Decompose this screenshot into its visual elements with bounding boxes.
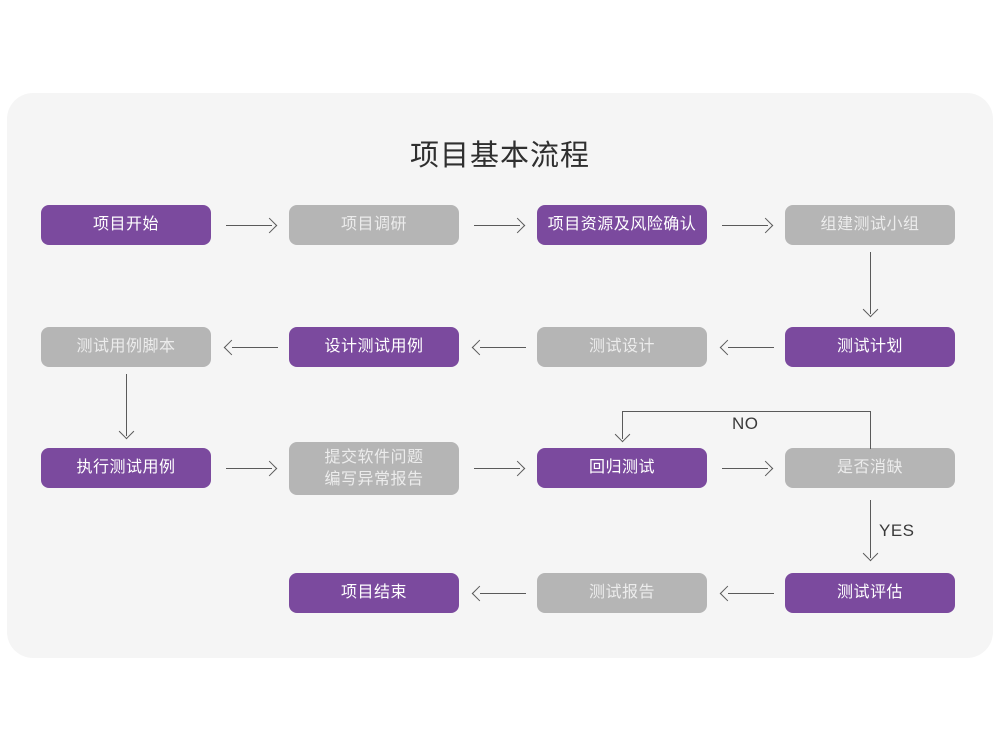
node-label: 测试报告 [588, 584, 655, 602]
node-regression-test[interactable]: 回归测试 [537, 448, 707, 488]
node-test-design[interactable]: 测试设计 [537, 327, 707, 367]
page-title: 项目基本流程 [409, 140, 590, 172]
edge-label-no: NO [732, 414, 759, 433]
node-label: 是否消缺 [836, 459, 903, 477]
node-project-research[interactable]: 项目调研 [289, 205, 459, 245]
node-label: 测试评估 [836, 584, 903, 602]
node-test-plan[interactable]: 测试计划 [785, 327, 955, 367]
node-label: 执行测试用例 [76, 459, 176, 477]
node-label: 设计测试用例 [324, 338, 424, 356]
node-label: 项目结束 [340, 584, 407, 602]
node-label: 回归测试 [588, 459, 655, 477]
node-label: 测试用例脚本 [76, 338, 176, 356]
node-build-test-team[interactable]: 组建测试小组 [785, 205, 955, 245]
node-resource-risk-confirm[interactable]: 项目资源及风险确认 [537, 205, 707, 245]
node-execute-test-case[interactable]: 执行测试用例 [41, 448, 211, 488]
diagram-card [7, 93, 993, 658]
node-project-end[interactable]: 项目结束 [289, 573, 459, 613]
node-test-evaluation[interactable]: 测试评估 [785, 573, 955, 613]
edge-label-yes: YES [879, 521, 915, 540]
node-submit-issue-report[interactable]: 提交软件问题 编写异常报告 [289, 442, 459, 495]
node-label: 组建测试小组 [820, 216, 920, 234]
node-label: 项目开始 [92, 216, 159, 234]
node-label: 项目资源及风险确认 [547, 216, 697, 234]
node-defect-cleared-decision[interactable]: 是否消缺 [785, 448, 955, 488]
node-test-case-script[interactable]: 测试用例脚本 [41, 327, 211, 367]
node-label: 项目调研 [340, 216, 407, 234]
node-label: 提交软件问题 编写异常报告 [324, 448, 424, 488]
node-test-report[interactable]: 测试报告 [537, 573, 707, 613]
node-label: 测试计划 [836, 338, 903, 356]
node-label: 测试设计 [588, 338, 655, 356]
node-design-test-case[interactable]: 设计测试用例 [289, 327, 459, 367]
node-project-start[interactable]: 项目开始 [41, 205, 211, 245]
